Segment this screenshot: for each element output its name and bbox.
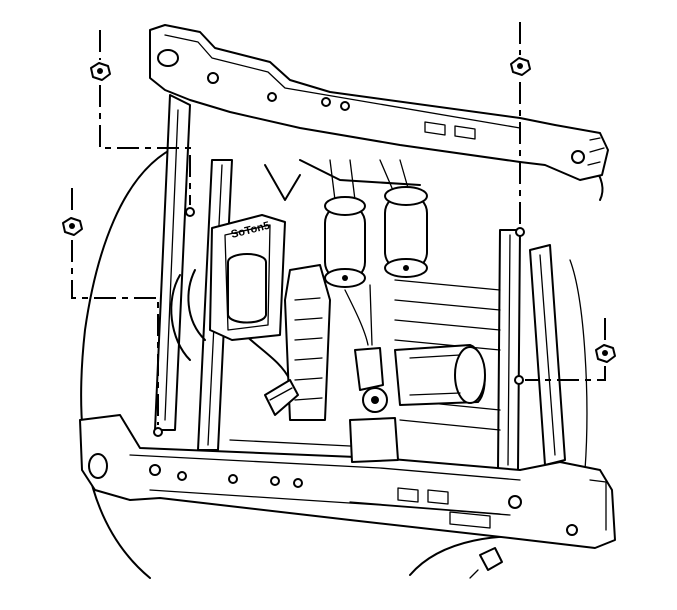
cushion-support-bars — [229, 279, 501, 447]
gear-drive — [284, 264, 399, 463]
wire-harness — [170, 159, 421, 381]
nut-top-left — [90, 30, 195, 217]
harness-connector — [264, 379, 299, 416]
height-motors — [324, 186, 428, 288]
rear-motor — [394, 344, 486, 406]
right-track — [497, 229, 588, 471]
nut-left — [62, 188, 163, 437]
front-motor: SoTon5 — [209, 214, 286, 341]
floor-bolt — [469, 547, 503, 579]
front-frame-rail — [79, 414, 616, 549]
nut-right — [514, 318, 616, 385]
nut-top-right — [510, 22, 531, 237]
rear-frame-rail — [149, 24, 609, 181]
